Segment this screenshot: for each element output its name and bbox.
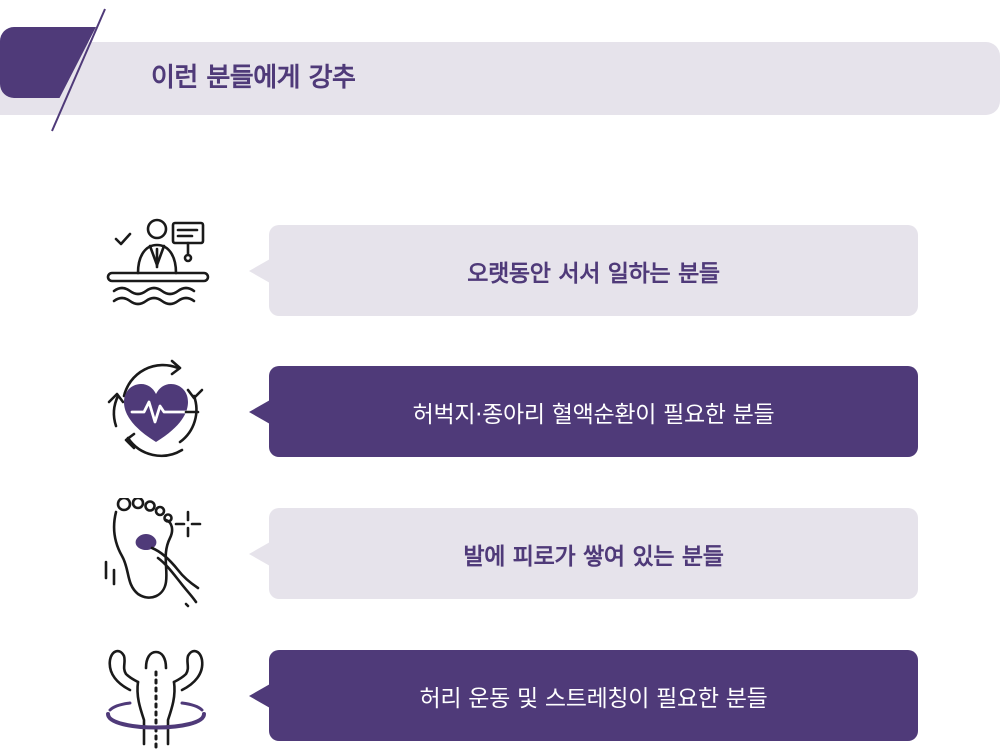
bubble-tail — [249, 542, 270, 566]
back-stretching-icon — [106, 649, 206, 750]
bubble-label: 허리 운동 및 스트레칭이 필요한 분들 — [269, 650, 918, 741]
header-bar — [0, 42, 1000, 115]
heart-circulation-icon — [107, 359, 204, 458]
bubble-tail — [249, 259, 270, 283]
bubble-label: 허벅지·종아리 혈액순환이 필요한 분들 — [269, 366, 918, 457]
list-item: 발에 피로가 쌓여 있는 분들 — [0, 498, 1000, 608]
bubble-label: 발에 피로가 쌓여 있는 분들 — [269, 508, 918, 599]
foot-massage-icon — [104, 498, 202, 608]
list-item: 허벅지·종아리 혈액순환이 필요한 분들 — [0, 359, 1000, 458]
header-slash-line — [51, 8, 106, 132]
page-title: 이런 분들에게 강추 — [151, 63, 356, 93]
bubble-label: 오랫동안 서서 일하는 분들 — [269, 225, 918, 316]
bubble-tail — [249, 684, 270, 708]
list-item: 허리 운동 및 스트레칭이 필요한 분들 — [0, 649, 1000, 750]
list-item: 오랫동안 서서 일하는 분들 — [0, 218, 1000, 317]
standing-worker-icon — [106, 218, 210, 306]
bubble-tail — [249, 400, 270, 424]
